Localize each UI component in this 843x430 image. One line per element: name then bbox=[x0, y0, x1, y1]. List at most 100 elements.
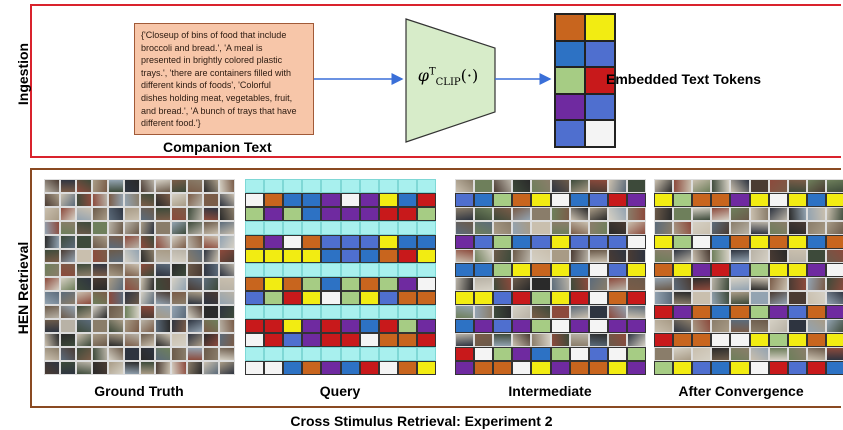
query-token-tile bbox=[569, 263, 589, 277]
query-token-tile bbox=[825, 263, 843, 277]
query-token-tile bbox=[825, 193, 843, 207]
photo-tile bbox=[187, 235, 204, 249]
photo-tile bbox=[171, 249, 188, 263]
photo-tile bbox=[187, 221, 204, 235]
photo-tile bbox=[569, 305, 589, 319]
photo-tile bbox=[806, 277, 826, 291]
blank-tile bbox=[378, 347, 398, 361]
photo-tile bbox=[75, 249, 92, 263]
caption-intermediate: Intermediate bbox=[508, 383, 592, 399]
photo-tile bbox=[187, 207, 204, 221]
query-token-tile bbox=[531, 193, 551, 207]
photo-tile bbox=[749, 291, 769, 305]
blank-tile bbox=[321, 221, 341, 235]
query-token-tile bbox=[493, 193, 513, 207]
blank-tile bbox=[397, 347, 417, 361]
photo-tile bbox=[673, 347, 693, 361]
query-token-tile bbox=[711, 263, 731, 277]
photo-tile bbox=[493, 277, 513, 291]
token-cell bbox=[585, 40, 615, 68]
query-token-tile bbox=[264, 319, 284, 333]
query-token-tile bbox=[730, 305, 750, 319]
token-cell bbox=[555, 14, 585, 41]
token-cell bbox=[555, 40, 585, 68]
photo-tile bbox=[171, 221, 188, 235]
query-token-tile bbox=[340, 291, 360, 305]
companion-text-line: different food.'} bbox=[141, 118, 201, 129]
query-token-tile bbox=[378, 277, 398, 291]
query-token-tile bbox=[749, 263, 769, 277]
query-token-tile bbox=[340, 277, 360, 291]
query-token-tile bbox=[283, 249, 303, 263]
query-token-tile bbox=[692, 235, 712, 249]
blank-tile bbox=[378, 305, 398, 319]
photo-tile bbox=[806, 319, 826, 333]
photo-tile bbox=[531, 333, 551, 347]
query-token-tile bbox=[588, 361, 608, 375]
clip-encoder-formula: φTCLIP(·) bbox=[417, 66, 479, 89]
query-token-tile bbox=[264, 193, 284, 207]
photo-tile bbox=[711, 221, 731, 235]
photo-tile bbox=[123, 333, 140, 347]
photo-tile bbox=[768, 319, 788, 333]
query-token-tile bbox=[512, 291, 532, 305]
photo-tile bbox=[91, 319, 108, 333]
query-token-grid bbox=[245, 179, 436, 375]
blank-tile bbox=[359, 221, 379, 235]
photo-tile bbox=[75, 305, 92, 319]
photo-tile bbox=[59, 221, 76, 235]
photo-tile bbox=[171, 347, 188, 361]
query-token-tile bbox=[749, 193, 769, 207]
companion-text-line: dishes holding meat, vegetables, fruit, bbox=[141, 92, 293, 103]
photo-tile bbox=[155, 347, 172, 361]
query-token-tile bbox=[749, 333, 769, 347]
photo-tile bbox=[711, 347, 731, 361]
query-token-tile bbox=[825, 235, 843, 249]
photo-tile bbox=[512, 179, 532, 193]
photo-tile bbox=[139, 193, 156, 207]
photo-tile bbox=[139, 221, 156, 235]
photo-tile bbox=[139, 277, 156, 291]
query-token-tile bbox=[474, 235, 494, 249]
photo-tile bbox=[171, 179, 188, 193]
photo-tile bbox=[219, 207, 235, 221]
photo-tile bbox=[219, 333, 235, 347]
photo-tile bbox=[139, 361, 156, 375]
photo-tile bbox=[59, 319, 76, 333]
photo-tile bbox=[493, 249, 513, 263]
photo-tile bbox=[139, 333, 156, 347]
blank-tile bbox=[245, 221, 265, 235]
photo-tile bbox=[44, 179, 60, 193]
photo-tile bbox=[825, 319, 843, 333]
photo-tile bbox=[123, 263, 140, 277]
photo-tile bbox=[155, 361, 172, 375]
query-token-tile bbox=[711, 235, 731, 249]
query-token-tile bbox=[378, 193, 398, 207]
photo-tile bbox=[626, 179, 646, 193]
query-token-tile bbox=[359, 291, 379, 305]
photo-tile bbox=[59, 179, 76, 193]
photo-tile bbox=[59, 347, 76, 361]
blank-tile bbox=[359, 305, 379, 319]
photo-tile bbox=[139, 207, 156, 221]
query-token-tile bbox=[692, 263, 712, 277]
photo-tile bbox=[91, 305, 108, 319]
blank-tile bbox=[397, 221, 417, 235]
photo-tile bbox=[787, 179, 807, 193]
photo-tile bbox=[91, 291, 108, 305]
blank-tile bbox=[378, 221, 398, 235]
photo-tile bbox=[44, 207, 60, 221]
query-token-tile bbox=[378, 235, 398, 249]
query-token-tile bbox=[302, 319, 322, 333]
photo-tile bbox=[75, 193, 92, 207]
query-token-tile bbox=[245, 235, 265, 249]
query-token-tile bbox=[397, 207, 417, 221]
photo-tile bbox=[91, 263, 108, 277]
query-token-tile bbox=[359, 277, 379, 291]
query-token-tile bbox=[787, 305, 807, 319]
query-token-tile bbox=[245, 249, 265, 263]
query-token-tile bbox=[626, 361, 646, 375]
photo-tile bbox=[654, 221, 674, 235]
photo-tile bbox=[203, 333, 220, 347]
query-token-tile bbox=[302, 235, 322, 249]
